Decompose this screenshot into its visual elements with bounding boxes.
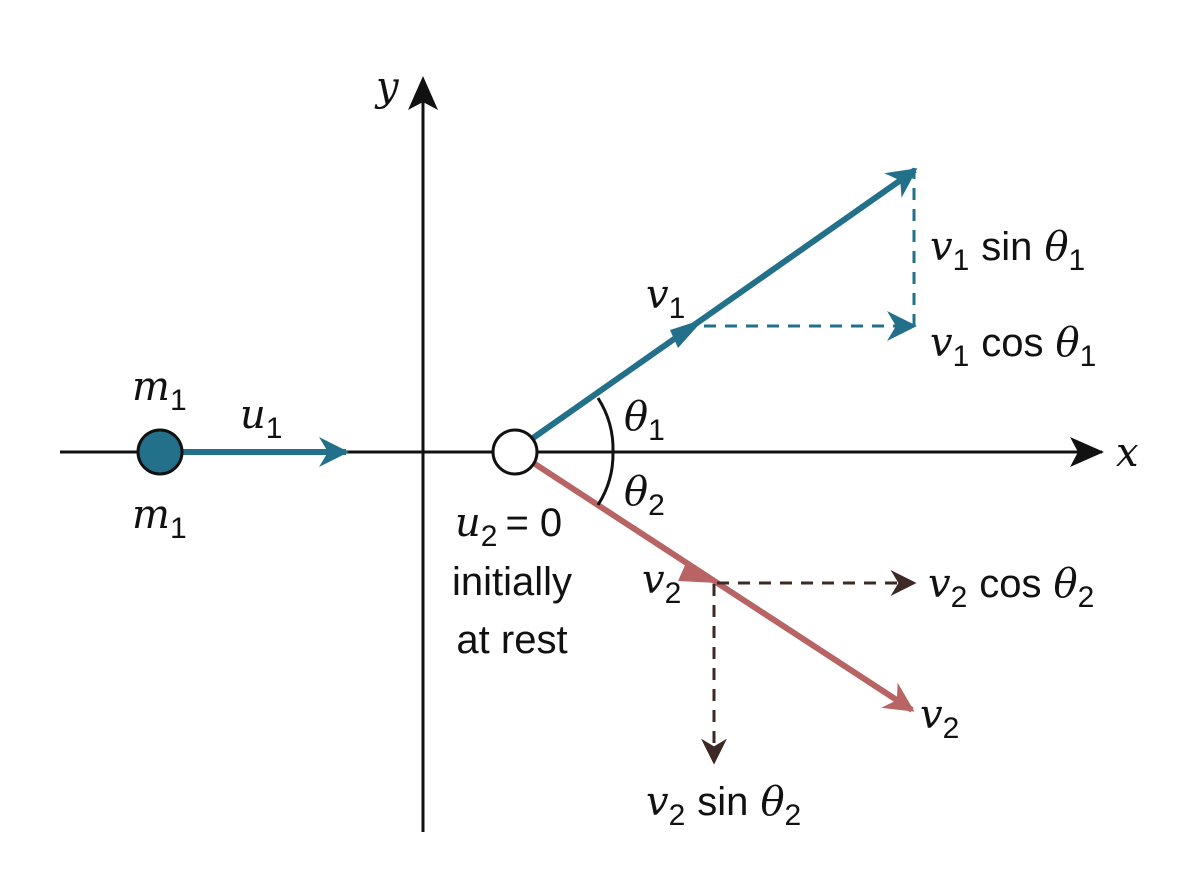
- mass-label-top: m1: [132, 364, 187, 417]
- y-axis-label: y: [374, 64, 400, 110]
- x-axis-label: x: [1116, 430, 1139, 476]
- initially-text: initially: [452, 560, 572, 604]
- u1-label: u1: [240, 392, 282, 445]
- v1-midpoint-arrowhead: [670, 319, 704, 348]
- v1-vector: [531, 167, 918, 441]
- v1-label: v1: [646, 272, 685, 325]
- x-axis-arrowhead: [1070, 437, 1104, 467]
- v2-label: v2: [642, 557, 681, 610]
- incoming-particle: [136, 428, 184, 476]
- target-particle: [491, 428, 539, 476]
- theta2-label: θ2: [624, 469, 665, 522]
- v2-midpoint-arrowhead: [678, 563, 717, 583]
- mass-label-bottom: m1: [132, 492, 187, 545]
- u2-label: u2= 0: [455, 500, 562, 553]
- y-axis-arrowhead: [408, 76, 438, 110]
- theta1-label: θ1: [624, 394, 665, 447]
- at-rest-text: at rest: [456, 618, 567, 662]
- theta2-arc: [596, 451, 615, 506]
- theta1-arc: [596, 397, 615, 453]
- v2-tip-label: v2: [920, 692, 959, 745]
- v2-vector: [533, 461, 915, 713]
